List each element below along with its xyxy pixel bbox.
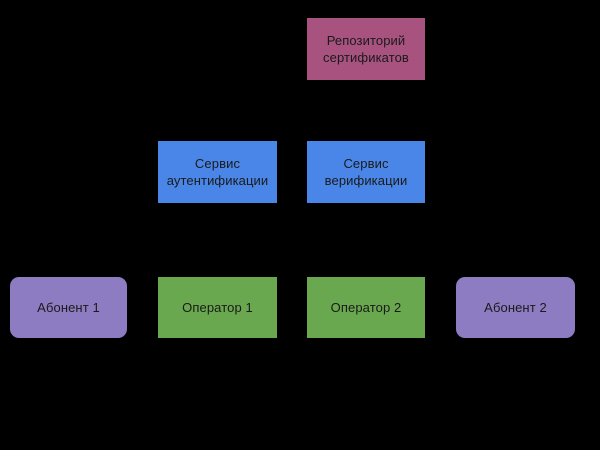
node-operator-2[interactable]: Оператор 2 [307, 277, 425, 338]
node-auth-service[interactable]: Сервис аутентификации [158, 141, 277, 203]
node-operator-1[interactable]: Оператор 1 [158, 277, 277, 338]
node-subscriber-1[interactable]: Абонент 1 [10, 277, 127, 338]
node-verify-service[interactable]: Сервис верификации [307, 141, 425, 203]
node-subscriber-2[interactable]: Абонент 2 [456, 277, 575, 338]
node-repository[interactable]: Репозиторий сертификатов [307, 18, 425, 80]
